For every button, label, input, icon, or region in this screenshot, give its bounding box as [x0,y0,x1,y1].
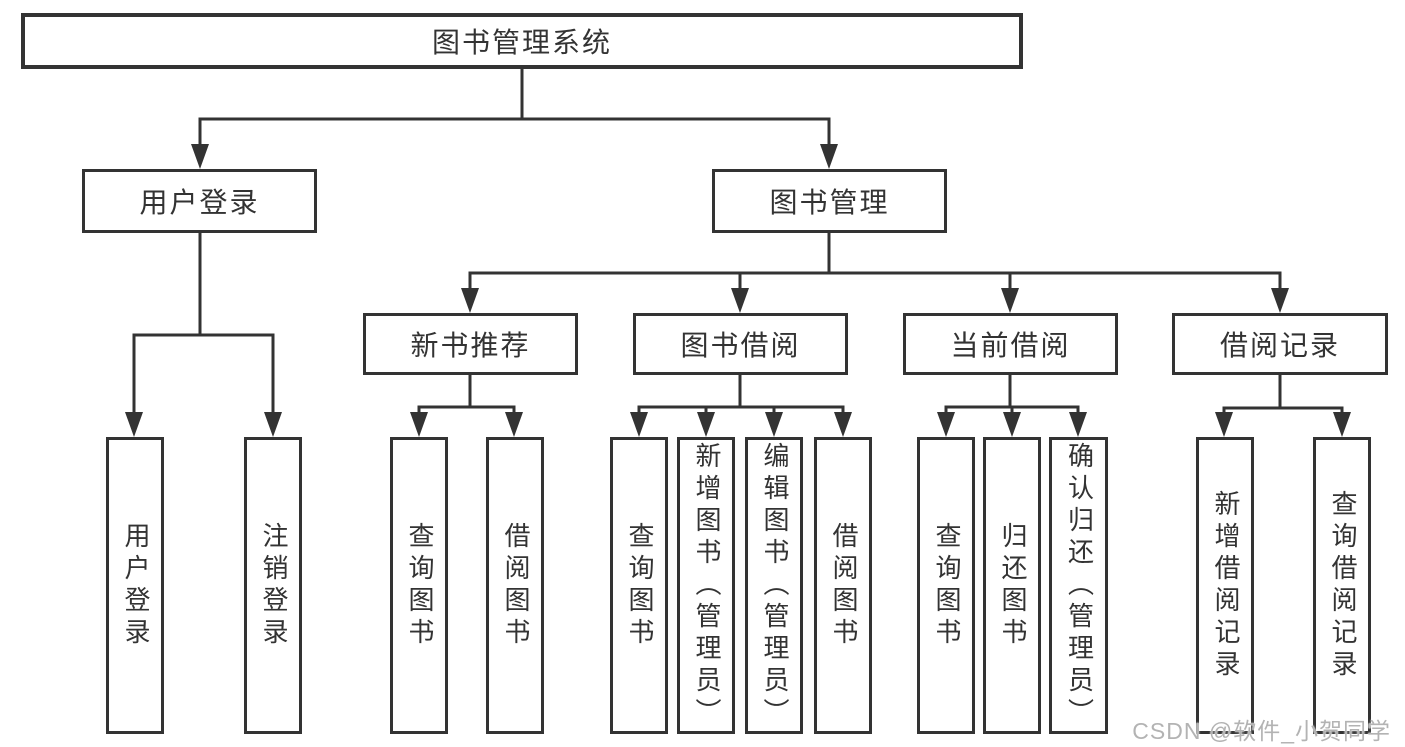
connector-current-borrow-children [944,375,1080,418]
leaf-add-borrow-record: 新增借阅记录 [1196,437,1254,734]
leaf-borrow-books: 借阅图书 [814,437,872,734]
leaf-borrow-books-recommend: 借阅图书 [486,437,544,734]
leaf-logout: 注销登录 [244,437,302,734]
leaf-query-books-current: 查询图书 [917,437,975,734]
connector-user-login-children [132,233,275,418]
leaf-query-books-borrow: 查询图书 [610,437,668,734]
connector-root-to-level2 [198,69,831,150]
leaf-query-books-recommend: 查询图书 [390,437,448,734]
node-current-borrowing: 当前借阅 [903,313,1118,375]
connector-borrow-records-children [1222,375,1344,418]
connector-new-book-children [417,375,516,418]
node-book-borrowing: 图书借阅 [633,313,848,375]
leaf-query-borrow-record: 查询借阅记录 [1313,437,1371,734]
node-new-book-recommendation: 新书推荐 [363,313,578,375]
leaf-return-book: 归还图书 [983,437,1041,734]
node-user-login: 用户登录 [82,169,317,233]
leaf-add-book-admin: 新增图书（管理员） [677,437,735,734]
csdn-watermark: CSDN @软件_小贺同学 [1132,718,1391,744]
leaf-confirm-return-admin: 确认归还（管理员） [1049,437,1108,734]
node-borrowing-records: 借阅记录 [1172,313,1388,375]
node-book-management: 图书管理 [712,169,947,233]
node-root-system: 图书管理系统 [21,13,1023,69]
leaf-user-login: 用户登录 [106,437,164,734]
connector-book-borrow-children [637,375,845,418]
connector-book-management-children [468,233,1282,294]
leaf-edit-book-admin: 编辑图书（管理员） [745,437,803,734]
